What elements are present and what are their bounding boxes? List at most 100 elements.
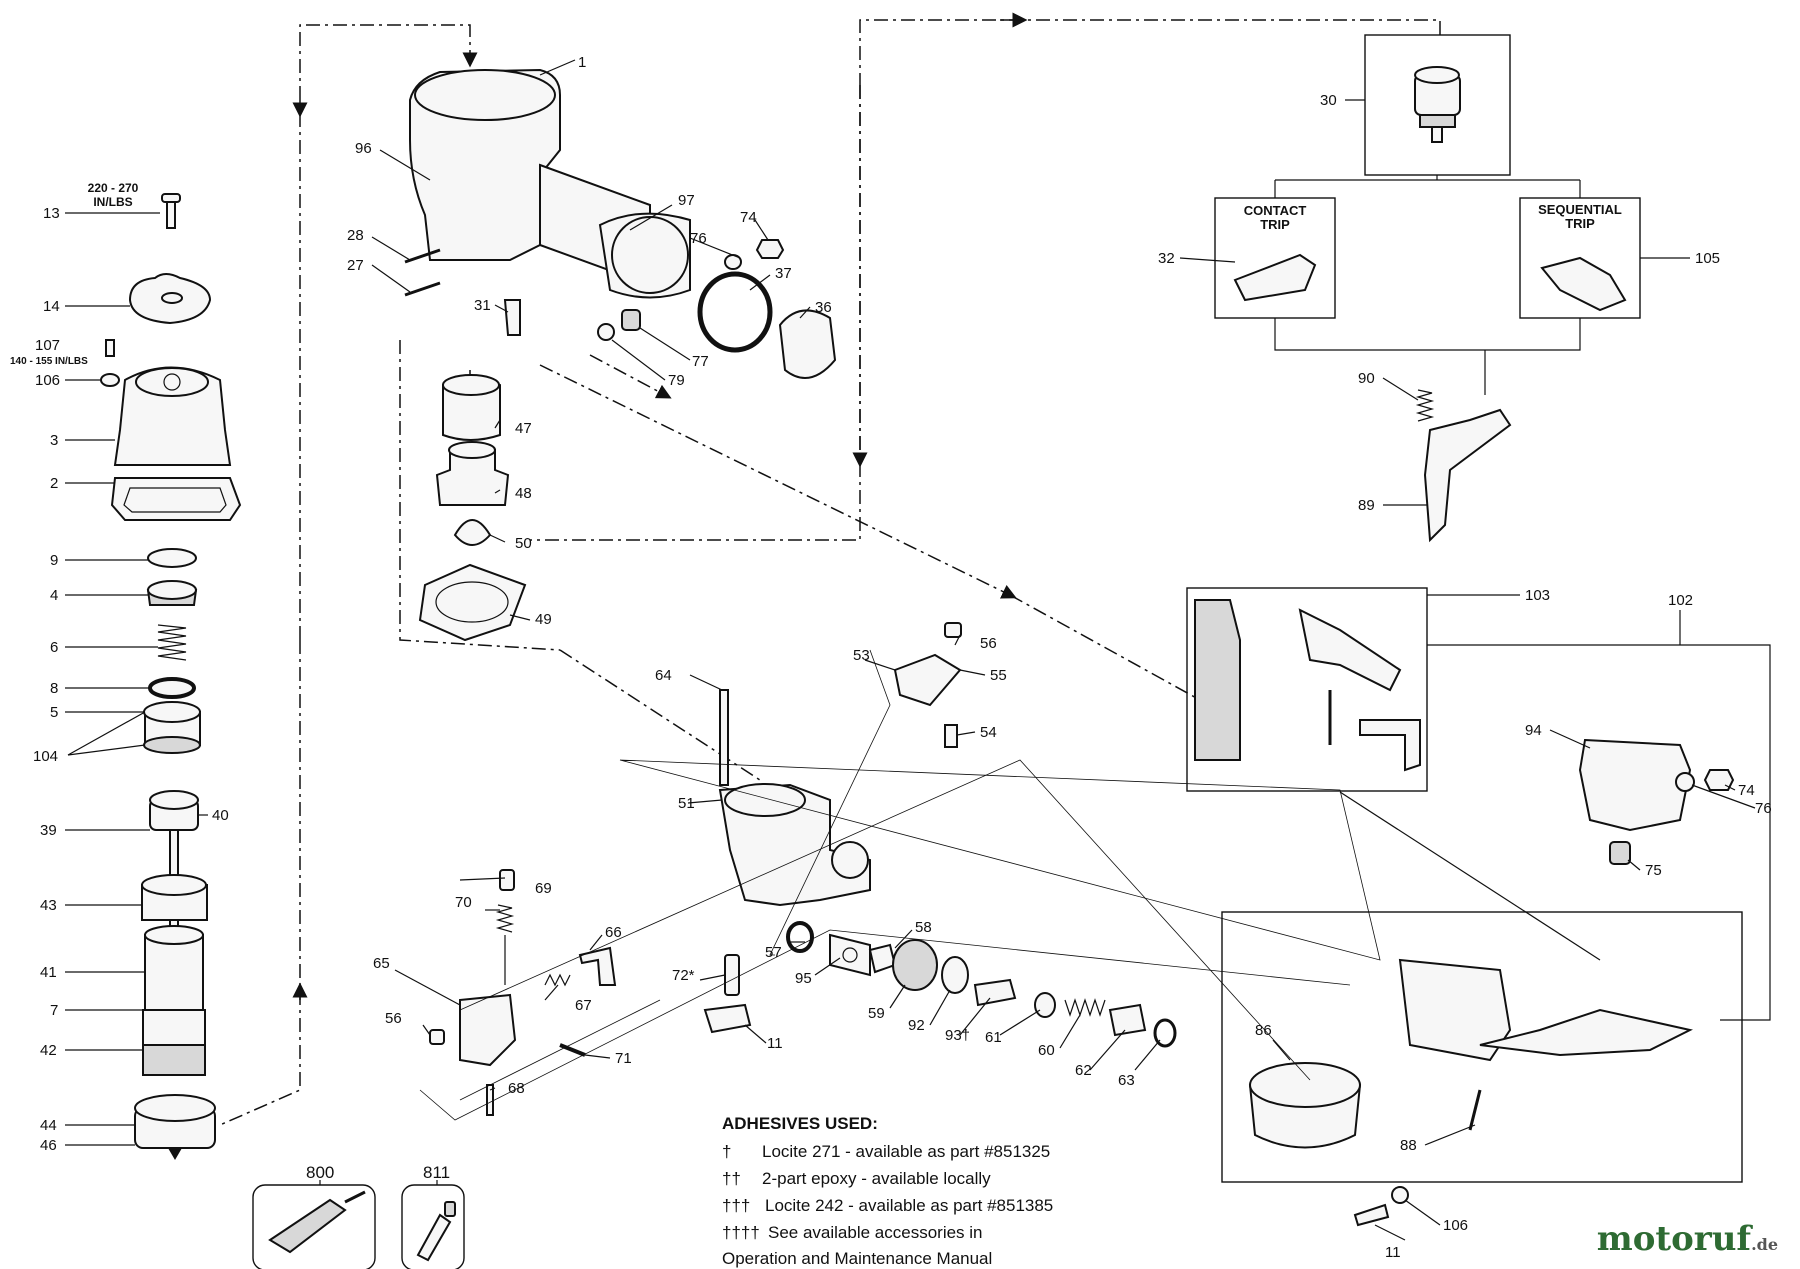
callout-39: 39 [40,822,57,839]
callout-37: 37 [775,265,792,282]
callout-53: 53 [853,647,870,664]
callout-93: 93† [945,1027,970,1044]
callout-811: 811 [423,1163,450,1182]
adhesive-symbol-4: †††† [722,1223,760,1242]
callout-97: 97 [678,192,695,209]
callout-92: 92 [908,1017,925,1034]
callout-41: 41 [40,964,57,981]
callout-75: 75 [1645,862,1662,879]
callout-70: 70 [455,894,472,911]
accessory-pictures [268,1190,456,1262]
callout-94: 94 [1525,722,1542,739]
callout-14: 14 [43,298,60,315]
callout-11-center: 11 [767,1035,783,1052]
callout-800: 800 [306,1163,334,1182]
callout-42: 42 [40,1042,57,1059]
callout-88: 88 [1400,1137,1417,1154]
callout-71: 71 [615,1050,632,1067]
callout-89: 89 [1358,497,1375,514]
callout-7: 7 [50,1002,58,1019]
callout-3: 3 [50,432,58,449]
callout-31: 31 [474,297,491,314]
callout-36: 36 [815,299,832,316]
sequential-trip-title-line1: SEQUENTIAL [1538,202,1622,217]
callout-32: 32 [1158,250,1175,267]
callout-50: 50 [515,535,532,552]
callout-60: 60 [1038,1042,1055,1059]
watermark-logo: motoruf.de [1597,1219,1778,1259]
sequential-trip-title-line2: TRIP [1565,216,1595,231]
callout-58: 58 [915,919,932,936]
callout-56-left: 56 [385,1010,402,1027]
callout-48: 48 [515,485,532,502]
callout-62: 62 [1075,1062,1092,1079]
contact-trip-title-line2: TRIP [1260,217,1290,232]
callout-76: 76 [690,230,707,247]
contact-trip-title-line1: CONTACT [1244,203,1307,218]
callout-54: 54 [980,724,997,741]
housing-parts [404,68,837,642]
callout-77: 77 [692,353,709,370]
callout-51: 51 [678,795,695,812]
callout-49: 49 [535,611,552,628]
assembly-paths [219,12,1441,1126]
callout-107: 107 [35,337,60,354]
callout-28: 28 [347,227,364,244]
callout-79: 79 [668,372,685,389]
callout-67: 67 [575,997,592,1014]
part-callouts: 1 96 97 74 76 28 27 31 37 36 77 79 47 48… [33,54,1772,1261]
callout-76-right: 76 [1755,800,1772,817]
trigger-parts [1194,66,1735,865]
callout-13: 13 [43,205,60,222]
callout-90: 90 [1358,370,1375,387]
adhesive-text-3: Locite 242 - available as part #851385 [765,1196,1053,1215]
callout-96: 96 [355,140,372,157]
callout-11-right: 11 [1385,1244,1401,1261]
callout-64: 64 [655,667,672,684]
callout-102: 102 [1668,592,1693,609]
adhesives-heading: ADHESIVES USED: [722,1114,878,1133]
torque-label-13-line2: IN/LBS [93,195,132,209]
callout-30: 30 [1320,92,1337,109]
watermark-brand: motoruf [1596,1219,1752,1259]
torque-label-107: 140 - 155 IN/LBS [10,356,88,367]
callout-57: 57 [765,944,782,961]
cap-assembly-parts [100,193,242,1160]
callout-106-left: 106 [35,372,60,389]
adhesive-text-1: Locite 271 - available as part #851325 [762,1142,1050,1161]
callout-56-top: 56 [980,635,997,652]
callout-46: 46 [40,1137,57,1154]
callout-66: 66 [605,924,622,941]
leader-lines [65,59,1756,1241]
callout-74: 74 [740,209,757,226]
callout-104: 104 [33,748,58,765]
callout-74-right: 74 [1738,782,1755,799]
callout-4: 4 [50,587,58,604]
callout-6: 6 [50,639,58,656]
callout-40: 40 [212,807,229,824]
torque-label-13-line1: 220 - 270 [88,181,139,195]
callout-47: 47 [515,420,532,437]
adhesives-legend: ADHESIVES USED: † Locite 271 - available… [722,1114,1053,1268]
callout-5: 5 [50,704,58,721]
callout-44: 44 [40,1117,57,1134]
callout-68: 68 [508,1080,525,1097]
adhesive-symbol-3: ††† [722,1196,750,1215]
adhesive-text-4: See available accessories in [768,1223,983,1242]
callout-86: 86 [1255,1022,1272,1039]
callout-55: 55 [990,667,1007,684]
callout-43: 43 [40,897,57,914]
callout-8: 8 [50,680,58,697]
box-811 [401,1184,465,1269]
box-800 [252,1184,376,1269]
adhesive-symbol-2: †† [722,1169,741,1188]
callout-95: 95 [795,970,812,987]
callout-106-right: 106 [1443,1217,1468,1234]
callout-1: 1 [578,54,586,71]
adhesive-symbol-1: † [722,1142,731,1161]
callout-2: 2 [50,475,58,492]
callout-63: 63 [1118,1072,1135,1089]
callout-27: 27 [347,257,364,274]
box-103 [1186,587,1428,792]
